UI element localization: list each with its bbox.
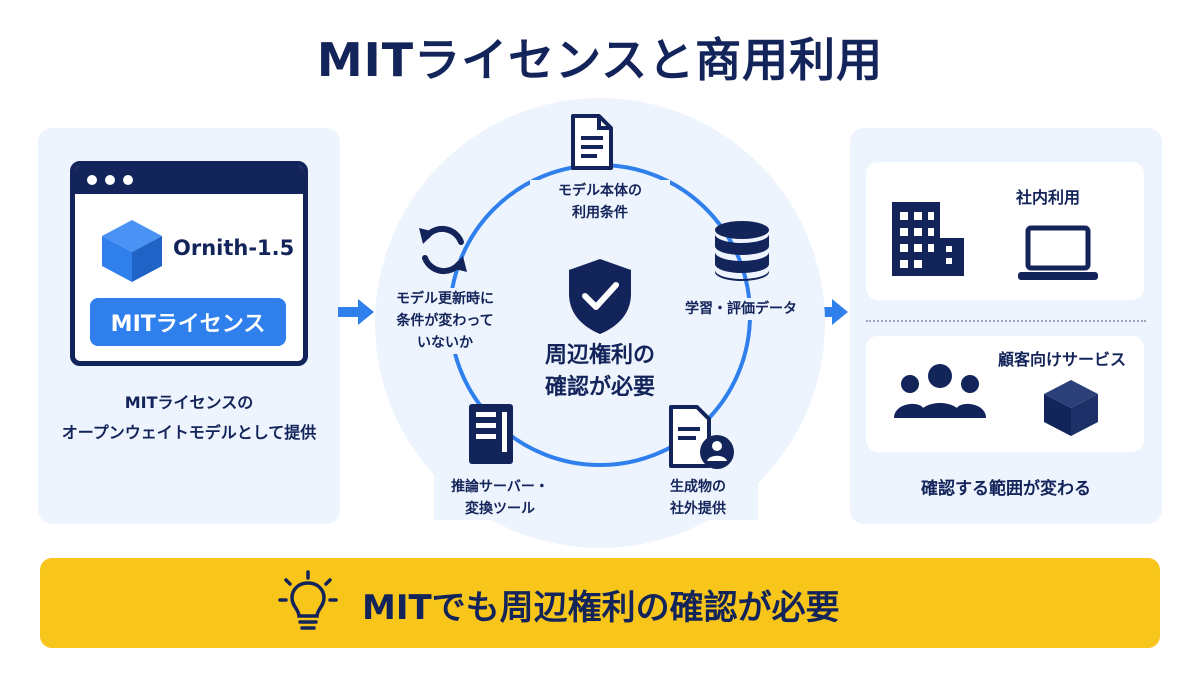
cube-icon [1044, 380, 1098, 436]
node-output-sharing: 生成物の 社外提供 [638, 476, 758, 520]
model-caption: MITライセンスの オープンウェイトモデルとして提供 [38, 388, 340, 448]
center-message: 周辺権利の 確認が必要 [520, 340, 680, 404]
center-message-line: 確認が必要 [544, 375, 655, 400]
node-label: 学習・評価データ [685, 301, 797, 317]
internal-use-label: 社内利用 [1016, 188, 1081, 207]
window-dot-icon [105, 175, 115, 185]
laptop-icon [1018, 225, 1098, 280]
users-group-icon [894, 364, 986, 418]
model-panel: Ornith-1.5 MITライセンス MITライセンスの オープンウェイトモデ… [38, 128, 340, 524]
node-label: いないか [417, 335, 473, 351]
cube-icon [100, 218, 164, 284]
summary-banner: MITでも周辺権利の確認が必要 [40, 558, 1160, 648]
shield-check-icon [569, 259, 631, 334]
arrow-right-icon [812, 299, 848, 325]
internal-use-card: 社内利用 [866, 162, 1144, 300]
node-update-check: モデル更新時に 条件が変わって いないか [382, 288, 508, 354]
lightbulb-icon [278, 570, 338, 630]
document-user-icon [669, 405, 734, 469]
caption-line: MITライセンスの [124, 393, 254, 412]
server-icon [469, 404, 513, 464]
node-label: モデル本体の [558, 183, 642, 199]
customer-service-card: 顧客向けサービス [866, 336, 1144, 452]
refresh-icon [419, 225, 467, 275]
arrow-right-icon [338, 299, 374, 325]
mit-license-badge: MITライセンス [90, 298, 286, 346]
browser-window: Ornith-1.5 MITライセンス [70, 161, 308, 366]
node-label: 利用条件 [572, 205, 628, 221]
window-dot-icon [123, 175, 133, 185]
banner-message: MITでも周辺権利の確認が必要 [362, 588, 840, 628]
node-label: 変換ツール [465, 501, 535, 517]
model-name: Ornith-1.5 [173, 236, 295, 260]
building-icon [892, 202, 964, 276]
caption-line: オープンウェイトモデルとして提供 [61, 423, 317, 442]
document-icon [571, 114, 613, 170]
node-label: 推論サーバー・ [451, 479, 549, 495]
node-label: 条件が変わって [396, 313, 494, 329]
database-icon [715, 221, 769, 281]
page-title: MITライセンスと商用利用 [316, 33, 884, 87]
customer-service-label: 顧客向けサービス [998, 350, 1127, 369]
node-model-terms: モデル本体の 利用条件 [530, 180, 670, 224]
node-training-data: 学習・評価データ [676, 298, 806, 320]
browser-titlebar [75, 166, 303, 194]
node-label: 生成物の [670, 479, 726, 495]
node-inference-tools: 推論サーバー・ 変換ツール [434, 476, 566, 520]
node-label: 社外提供 [670, 501, 726, 517]
center-message-line: 周辺権利の [544, 343, 655, 368]
node-label: モデル更新時に [396, 291, 494, 307]
window-dot-icon [87, 175, 97, 185]
section-divider [866, 320, 1146, 322]
usage-panel: 社内利用 顧客向けサービス 確認する範囲が変わる [850, 128, 1162, 524]
usage-caption: 確認する範囲が変わる [921, 479, 1091, 499]
